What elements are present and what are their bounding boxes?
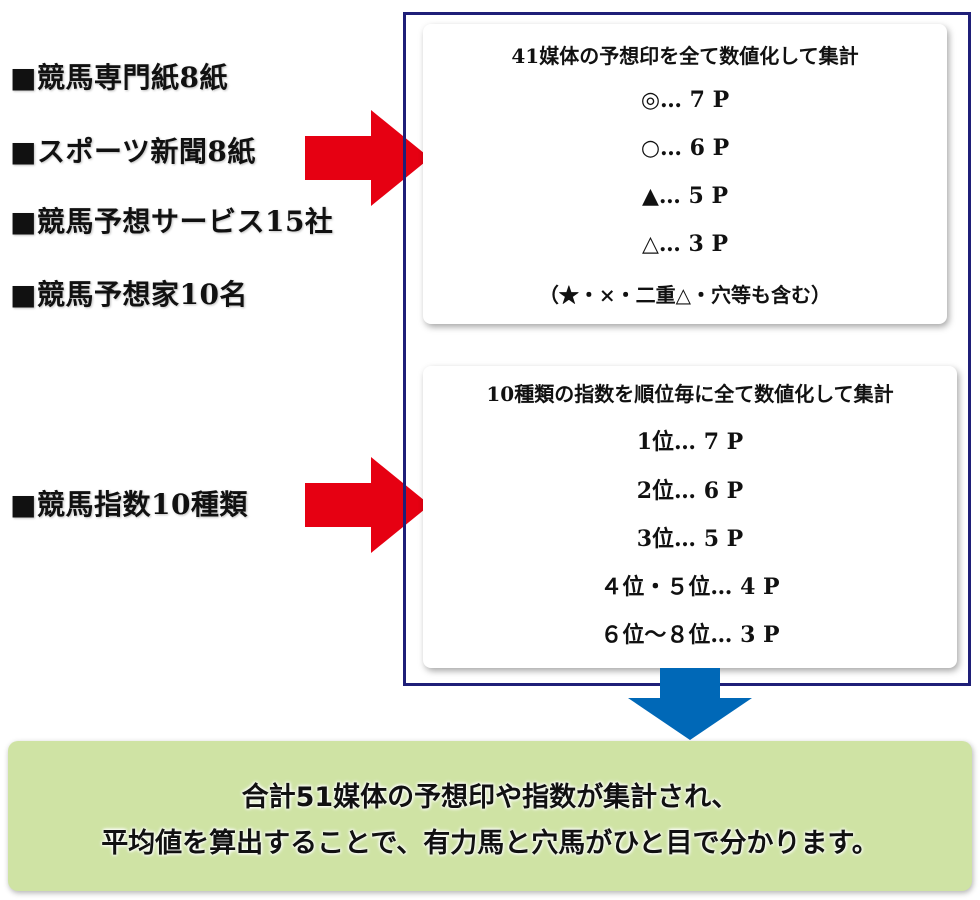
card-prediction-marks: 41媒体の予想印を全て数値化して集計 ◎… 7 P ○… 6 P ▲… 5 P … (423, 24, 947, 324)
mark-filled-triangle-points: ▲… 5 P (641, 183, 729, 209)
mark-double-circle-points: ◎… 7 P (640, 87, 730, 113)
mark-circle-points: ○… 6 P (640, 135, 730, 161)
card-index-ranking: 10種類の指数を順位毎に全て数値化して集計 1位… 7 P 2位… 6 P 3位… (423, 366, 957, 668)
summary-line-1: 合計51媒体の予想印や指数が集計され、 (241, 782, 739, 813)
card-index-ranking-title: 10種類の指数を順位毎に全て数値化して集計 (486, 382, 894, 406)
summary-line-2: 平均値を算出することで、有力馬と穴馬がひと目で分かります。 (101, 828, 879, 859)
rank-1-points: 1位… 7 P (636, 429, 744, 455)
red-arrow-top-icon (305, 110, 430, 206)
summary-box: 合計51媒体の予想印や指数が集計され、 平均値を算出することで、有力馬と穴馬がひ… (8, 741, 972, 891)
rank-6-8-points: ６位～８位… 3 P (600, 622, 780, 648)
card-prediction-marks-title: 41媒体の予想印を全て数値化して集計 (511, 44, 859, 68)
blue-arrow-down-icon (628, 668, 752, 740)
source-item-senmonshi: ■競馬専門紙8紙 (10, 61, 228, 94)
rank-3-points: 3位… 5 P (636, 526, 744, 552)
source-item-sports-newspaper: ■スポーツ新聞8紙 (10, 135, 256, 168)
red-arrow-bottom-icon (305, 457, 430, 553)
source-item-yosou-service: ■競馬予想サービス15社 (10, 205, 334, 238)
rank-2-points: 2位… 6 P (636, 478, 744, 504)
mark-triangle-points: △… 3 P (641, 231, 729, 257)
source-item-keiba-index: ■競馬指数10種類 (10, 488, 248, 521)
rank-4-5-points: ４位・５位… 4 P (600, 574, 780, 600)
card-prediction-marks-note: （★・×・二重△・穴等も含む） (538, 283, 832, 307)
source-item-yosouka: ■競馬予想家10名 (10, 278, 248, 311)
